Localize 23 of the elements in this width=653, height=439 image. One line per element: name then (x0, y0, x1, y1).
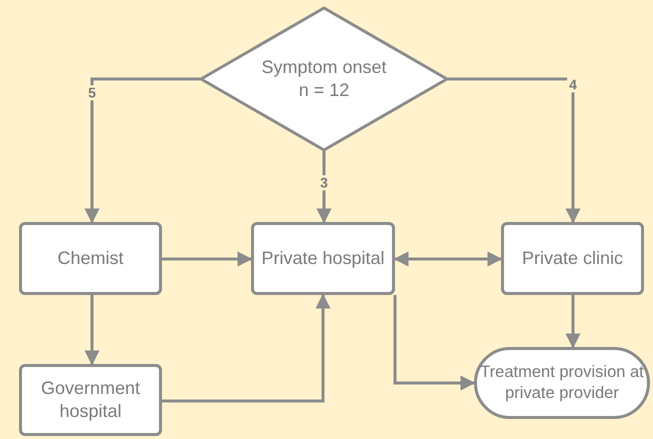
arrow (394, 252, 502, 266)
process-box (251, 222, 395, 295)
node-text: Treatment provision at private provider (479, 362, 645, 404)
process-box (501, 222, 644, 295)
arrow (84, 78, 200, 224)
node-text: Private clinic (522, 246, 624, 270)
edge-label: 3 (318, 175, 330, 191)
node-text: Private hospital (261, 246, 385, 270)
node-text: Chemist (57, 246, 124, 270)
node-text: Symptom onset (261, 56, 387, 79)
process-box (19, 222, 162, 295)
edge-label: 5 (86, 85, 98, 101)
node-text: Government hospital (40, 376, 142, 423)
arrow (162, 252, 252, 266)
arrow (566, 295, 580, 348)
arrow (394, 295, 476, 390)
arrow (84, 295, 100, 366)
node-text: n = 12 (298, 79, 350, 102)
process-box (19, 364, 162, 436)
arrow (448, 78, 580, 224)
edge-label: 4 (567, 77, 579, 93)
decision-diamond (199, 6, 449, 152)
arrow (162, 294, 330, 402)
